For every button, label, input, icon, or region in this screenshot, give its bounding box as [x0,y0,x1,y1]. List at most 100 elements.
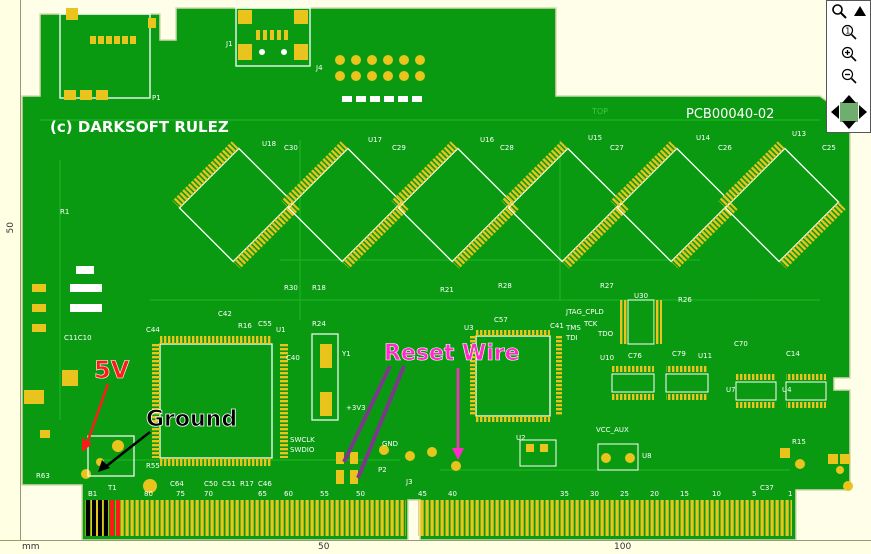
label-c27: C27 [610,144,624,152]
label-u16: U16 [480,136,495,144]
label-u4: U4 [782,386,792,394]
label-u10: U10 [600,354,614,362]
ruler-bottom-mark-100: 100 [614,542,632,552]
edge-number-label: 20 [650,490,659,498]
label-p1: P1 [152,94,161,102]
label-gnd: GND [382,440,398,448]
label-c29: C29 [392,144,406,152]
edge-number-label: 10 [712,490,721,498]
label-t1: T1 [107,484,117,492]
label-p2: P2 [378,466,387,474]
edge-number-label: 25 [620,490,629,498]
memory-chip-u15 [501,141,629,269]
label-u11: U11 [698,352,712,360]
ruler-bottom: mm 50 100 [0,540,871,554]
top-label: TOP [591,107,608,116]
label-u17: U17 [368,136,382,144]
edge-connector-numbers: B1 80 75 70 65 60 55 50 45 40 35 30 25 2… [88,490,792,498]
svg-text:1: 1 [845,27,850,36]
label-u15: U15 [588,134,602,142]
label-r55: R55 [146,462,160,470]
label-c64: C64 [170,480,184,488]
label-r18: R18 [312,284,326,292]
label-jtag: JTAG_CPLD [565,308,604,316]
silkscreen-labels: P1 J1 J4 U18 C30 U17 C29 U16 C28 U15 C27… [36,40,836,492]
ruler-unit: mm [22,542,40,552]
triangle-up-icon[interactable] [850,2,870,20]
edge-number-label: 35 [560,490,569,498]
zoom-out-icon[interactable] [839,67,859,85]
label-r24: R24 [312,320,326,328]
edge-number-label: B1 [88,490,97,498]
label-c11c10: C11C10 [64,334,92,342]
edge-number-label: 75 [176,490,185,498]
edge-number-label: 1 [788,490,792,498]
edge-number-label: 40 [448,490,457,498]
ic-u30 [620,299,662,345]
zoom-one-icon[interactable]: 1 [839,23,859,41]
label-j3: J3 [405,478,413,486]
edge-number-label: 65 [258,490,267,498]
label-c28: C28 [500,144,514,152]
edge-number-label: 50 [356,490,365,498]
label-r21: R21 [440,286,454,294]
ruler-left: 50 [0,0,21,540]
memory-chip-u14 [610,141,738,269]
edge-connector-right [418,500,792,536]
annotation-ground: Ground [98,407,237,472]
label-c79: C79 [672,350,686,358]
label-r16: R16 [238,322,252,330]
annotation-reset-wire: Reset Wire [342,341,520,479]
magnifier-icon[interactable] [829,2,849,20]
right-side-components [780,448,853,491]
ruler-left-mark-50: 50 [6,222,16,234]
edge-number-label: 80 [144,490,153,498]
zoom-in-icon[interactable] [839,45,859,63]
power-jack-outline [87,435,135,477]
label-swclk: SWCLK [290,436,315,444]
part-number-text: PCB00040-02 [686,107,774,122]
label-j4: J4 [315,64,323,72]
label-c46: C46 [258,480,272,488]
ic-u8 [597,443,639,471]
memory-chip-u16 [391,141,519,269]
label-u1: U1 [276,326,286,334]
label-c55: C55 [258,320,272,328]
label-c57: C57 [494,316,508,324]
label-u2: U2 [516,434,526,442]
label-r1: R1 [60,208,69,216]
left-white-pads [70,266,102,312]
label-u3: U3 [464,324,474,332]
label-y1: Y1 [341,350,351,358]
processor-u1 [152,336,288,466]
label-r17: R17 [240,480,254,488]
label-plus3v3: +3V3 [346,404,366,412]
label-c37: C37 [760,484,774,492]
edge-finger-marks [86,500,120,536]
label-c41: C41 [550,322,564,330]
header-p2 [336,445,461,484]
sd-card-slot [59,8,156,100]
navigation-panel: 1 [826,0,871,133]
edge-connector-left [84,500,406,536]
label-u7: U7 [726,386,736,394]
label-tms: TMS [565,324,581,332]
label-r30: R30 [284,284,298,292]
usb-connector-j1 [235,7,311,67]
edge-number-label: 30 [590,490,599,498]
edge-number-label: 5 [752,490,756,498]
label-c30: C30 [284,144,298,152]
left-side-components [24,284,157,493]
label-r26: R26 [678,296,692,304]
edge-number-label: 55 [320,490,329,498]
label-c51: C51 [222,480,236,488]
label-r63: R63 [36,472,50,480]
label-c14: C14 [786,350,800,358]
label-r28: R28 [498,282,512,290]
label-j1: J1 [225,40,233,48]
soic-pads [612,366,826,408]
label-c70: C70 [734,340,748,348]
pan-arrows-icon[interactable] [829,93,869,131]
